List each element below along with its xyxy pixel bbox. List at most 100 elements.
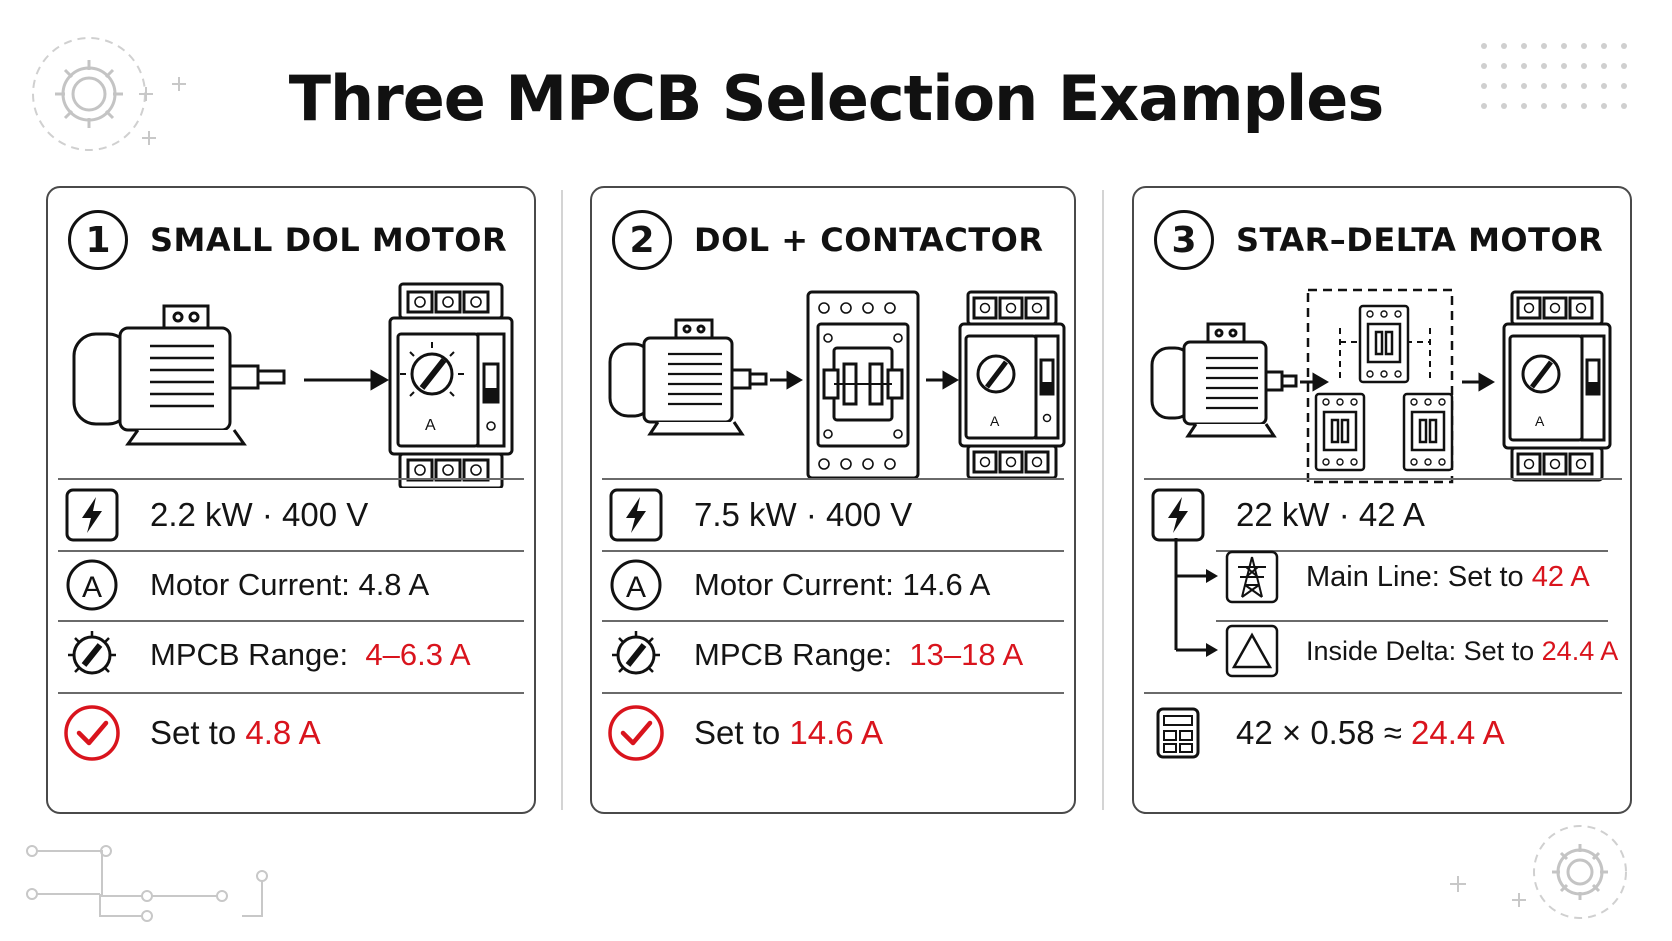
mpcb-range-text: MPCB Range: 4–6.3 A [150, 637, 471, 673]
main-line-value: 42 A [1531, 560, 1590, 593]
setting-row: Set to 4.8 A [62, 698, 321, 768]
divider [602, 478, 1064, 480]
gear-decoration-icon [1450, 825, 1627, 919]
mpcb-range-label: MPCB Range: [150, 637, 349, 672]
contactor-icon [806, 290, 920, 480]
power-bolt-icon [1148, 485, 1208, 545]
illustration: A [72, 282, 514, 488]
rating-text: 2.2 kW · 400 V [150, 496, 369, 533]
divider [1144, 478, 1622, 480]
ammeter-icon: A [62, 555, 122, 615]
dial-icon [62, 625, 122, 685]
inside-delta-text: Inside Delta: Set to 24.4 A [1306, 636, 1618, 667]
example-card-1: 1 SMALL DOL MOTOR [46, 186, 536, 814]
formula-row: 42 × 0.58 ≈ 24.4 A [1148, 698, 1505, 768]
mpcb-range-value: 13–18 A [909, 637, 1024, 672]
motor-icon [608, 318, 768, 436]
arrow-right-icon [770, 370, 803, 390]
range-row: MPCB Range: 13–18 A [606, 622, 1023, 688]
setting-row: Set to 14.6 A [606, 698, 883, 768]
step-number-badge: 1 [68, 210, 128, 270]
mpcb-icon [958, 290, 1066, 480]
card-title: SMALL DOL MOTOR [150, 221, 508, 259]
set-to-value: 4.8 A [245, 714, 321, 751]
divider [58, 620, 524, 622]
rating-row: 7.5 kW · 400 V [606, 482, 912, 548]
card-header: 3 STAR–DELTA MOTOR [1154, 210, 1603, 270]
divider [58, 692, 524, 694]
mpcb-icon [1502, 290, 1612, 482]
formula-text: 42 × 0.58 ≈ 24.4 A [1236, 714, 1505, 752]
divider [1216, 620, 1608, 622]
arrow-right-icon [926, 370, 959, 390]
power-bolt-icon [62, 485, 122, 545]
gear-decoration-icon [32, 37, 186, 151]
mpcb-icon [388, 282, 514, 488]
motor-icon [1150, 322, 1298, 438]
set-to-value: 14.6 A [789, 714, 883, 751]
inside-delta-row: Inside Delta: Set to 24.4 A [1222, 618, 1618, 684]
formula-expression: 42 × 0.58 ≈ [1236, 714, 1402, 751]
motor-current-text: Motor Current: 4.8 A [150, 567, 430, 602]
example-card-2: 2 DOL + CONTACTOR [590, 186, 1076, 814]
rating-row: 22 kW · 42 A [1148, 482, 1425, 548]
divider [1216, 550, 1608, 552]
arrow-right-icon [1462, 372, 1495, 392]
illustration: A [1150, 288, 1612, 484]
illustration: A [608, 290, 1066, 480]
rating-text: 7.5 kW · 400 V [694, 496, 913, 533]
branch-connector [1174, 538, 1218, 657]
rating-row: 2.2 kW · 400 V [62, 482, 368, 548]
divider [58, 550, 524, 552]
main-line-text: Main Line: Set to 42 A [1306, 561, 1590, 594]
setting-text: Set to 14.6 A [694, 714, 883, 752]
card-title: DOL + CONTACTOR [694, 221, 1044, 259]
transmission-tower-icon [1222, 547, 1282, 607]
card-separator [561, 190, 563, 810]
ammeter-icon: A [606, 555, 666, 615]
motor-icon [72, 304, 286, 446]
example-card-3: 3 STAR–DELTA MOTOR [1132, 186, 1632, 814]
circuit-decoration [26, 845, 268, 922]
setting-text: Set to 4.8 A [150, 714, 321, 752]
svg-text:A: A [626, 571, 646, 604]
dial-letter: A [1535, 413, 1545, 429]
check-circle-icon [62, 703, 122, 763]
set-to-label: Set to [694, 714, 781, 751]
divider [1144, 692, 1622, 694]
card-separator [1102, 190, 1104, 810]
current-row: A Motor Current: 4.8 A [62, 552, 429, 618]
main-line-label: Main Line: Set to [1306, 560, 1524, 593]
mpcb-range-text: MPCB Range: 13–18 A [694, 637, 1023, 673]
current-row: A Motor Current: 14.6 A [606, 552, 990, 618]
inside-delta-label: Inside Delta: Set to [1306, 635, 1535, 666]
dial-letter: A [990, 413, 1000, 429]
dial-letter: A [425, 417, 436, 434]
motor-current-text: Motor Current: 14.6 A [694, 567, 991, 602]
page-title: Three MPCB Selection Examples [288, 62, 1385, 135]
power-bolt-icon [606, 485, 666, 545]
divider [602, 692, 1064, 694]
card-header: 2 DOL + CONTACTOR [612, 210, 1043, 270]
delta-triangle-icon [1222, 621, 1282, 681]
card-title: STAR–DELTA MOTOR [1236, 221, 1604, 259]
main-line-row: Main Line: Set to 42 A [1222, 544, 1590, 610]
step-number-badge: 2 [612, 210, 672, 270]
divider [58, 478, 524, 480]
formula-result: 24.4 A [1411, 714, 1505, 751]
inside-delta-value: 24.4 A [1541, 635, 1619, 666]
star-delta-contactors-icon [1306, 288, 1454, 484]
rating-text: 22 kW · 42 A [1236, 496, 1425, 533]
card-header: 1 SMALL DOL MOTOR [68, 210, 507, 270]
mpcb-range-value: 4–6.3 A [365, 637, 471, 672]
mpcb-range-label: MPCB Range: [694, 637, 893, 672]
check-circle-icon [606, 703, 666, 763]
dot-grid-decoration [1481, 43, 1627, 109]
step-number-badge: 3 [1154, 210, 1214, 270]
divider [602, 620, 1064, 622]
svg-text:A: A [82, 571, 102, 604]
divider [602, 550, 1064, 552]
dial-icon [606, 625, 666, 685]
range-row: MPCB Range: 4–6.3 A [62, 622, 471, 688]
set-to-label: Set to [150, 714, 237, 751]
